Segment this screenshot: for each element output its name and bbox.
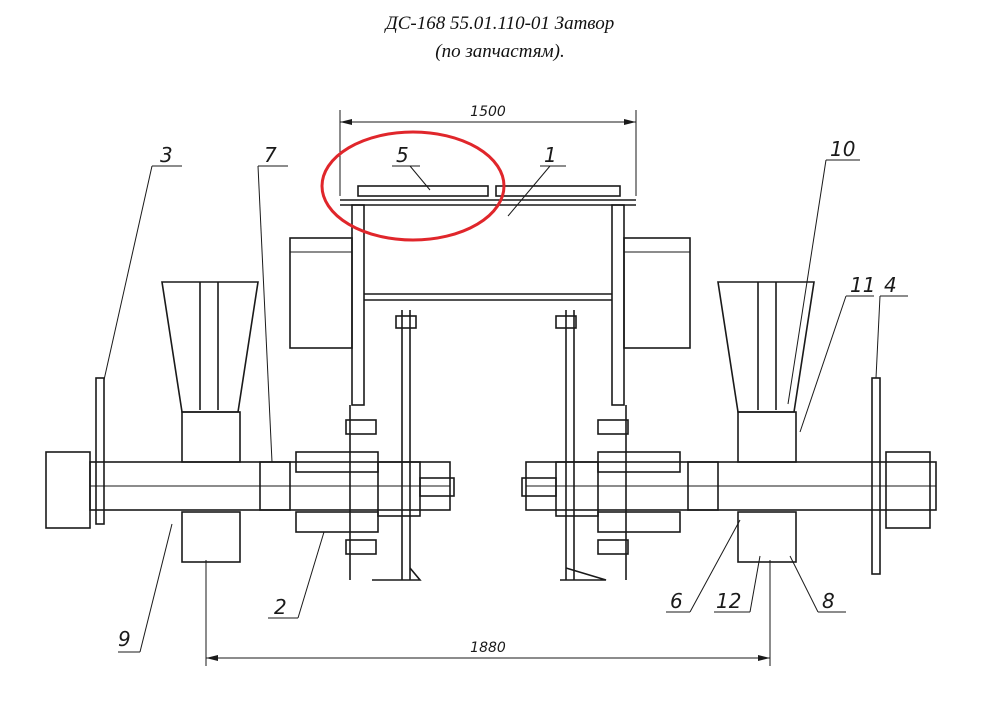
- label-12: 12: [716, 589, 741, 613]
- label-11: 11: [850, 273, 875, 297]
- label-2: 2: [274, 595, 287, 619]
- drawing-title: ДС-168 55.01.110-01 Затвор: [385, 13, 615, 34]
- highlight-ellipse: [320, 130, 506, 242]
- label-7: 7: [264, 143, 277, 167]
- label-10: 10: [830, 137, 855, 161]
- dimension-top-value: 1500: [470, 104, 506, 120]
- label-5: 5: [396, 143, 409, 167]
- gate-body: [289, 185, 691, 581]
- dimension-top: 1500: [339, 104, 637, 196]
- drawing-subtitle: (по запчастям).: [435, 41, 565, 62]
- part-labels: 3 7 5 1 10 11 4 2 9 6 12 8: [103, 137, 908, 653]
- label-9: 9: [118, 627, 131, 651]
- dimension-bottom-value: 1880: [470, 640, 506, 656]
- label-6: 6: [670, 589, 683, 613]
- label-8: 8: [822, 589, 835, 613]
- label-1: 1: [544, 143, 557, 167]
- left-assembly: [45, 281, 455, 563]
- label-3: 3: [160, 143, 173, 167]
- label-4: 4: [884, 273, 897, 297]
- dimension-bottom: 1880: [205, 560, 771, 666]
- right-assembly: [521, 281, 937, 575]
